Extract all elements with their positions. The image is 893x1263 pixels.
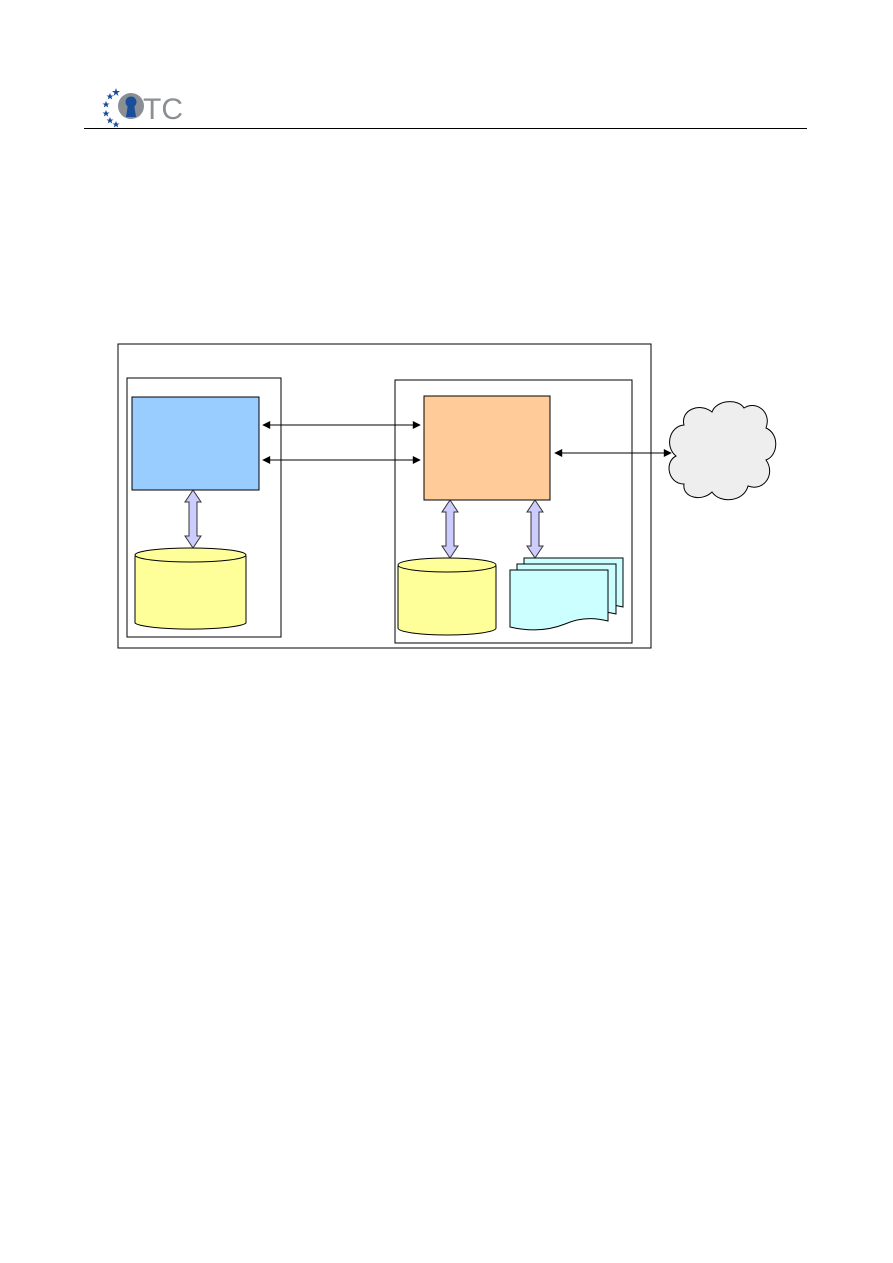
logo-text: TC (143, 93, 183, 126)
header-divider (84, 128, 807, 129)
company-logo: TC (96, 84, 206, 128)
documents-stack-icon (509, 557, 624, 631)
left-component-box (131, 396, 260, 491)
outer-system-frame (117, 343, 652, 649)
right-component-box (423, 395, 551, 501)
right-node-frame (394, 379, 633, 644)
keyhole-logo-icon (102, 88, 144, 128)
left-vertical-connector (184, 489, 202, 549)
left-node-frame (126, 377, 282, 638)
right-database-connector (441, 499, 459, 559)
page-header: TC (84, 84, 807, 132)
right-documents-connector (526, 499, 544, 559)
network-cloud-icon (668, 401, 777, 501)
left-database-icon (134, 547, 247, 630)
right-database-icon (397, 557, 497, 636)
